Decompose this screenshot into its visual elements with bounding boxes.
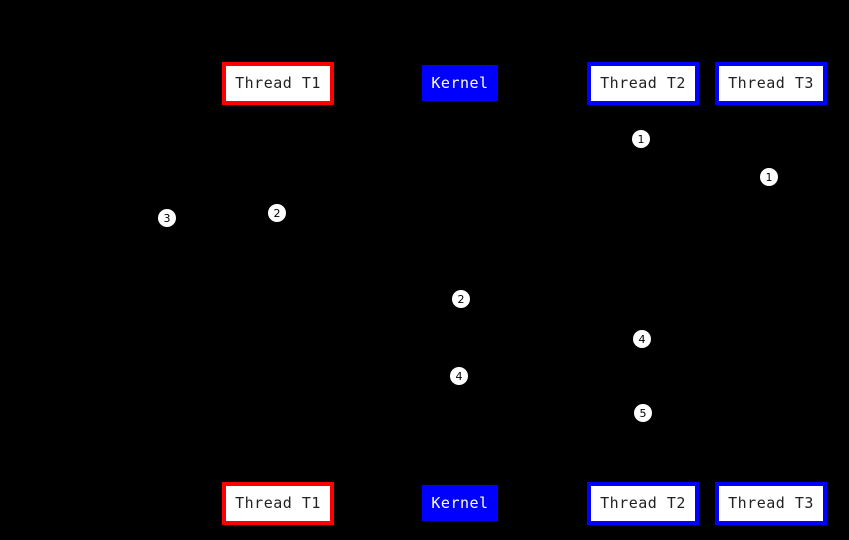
lifeline-t3 (771, 105, 772, 482)
participant-t2-bottom[interactable]: Thread T2 (587, 482, 699, 525)
participant-t1-bottom[interactable]: Thread T1 (222, 482, 334, 525)
step-badge-1: 1 (632, 130, 650, 148)
participant-t2-top[interactable]: Thread T2 (587, 62, 699, 105)
step-badge-7: 4 (450, 367, 468, 385)
step-badge-2: 1 (760, 168, 778, 186)
participant-t1-top[interactable]: Thread T1 (222, 62, 334, 105)
participant-t3-top[interactable]: Thread T3 (715, 62, 827, 105)
step-badge-8: 5 (634, 404, 652, 422)
step-badge-6: 4 (633, 330, 651, 348)
step-badge-3: 3 (158, 209, 176, 227)
step-badge-4: 2 (268, 204, 286, 222)
lifeline-t2 (643, 105, 644, 482)
message-arrow-3 (167, 218, 278, 219)
step-badge-5: 2 (452, 290, 470, 308)
lifeline-t1 (278, 105, 279, 482)
participant-t3-bottom[interactable]: Thread T3 (715, 482, 827, 525)
participant-kernel-top[interactable]: Kernel (422, 65, 498, 101)
participant-kernel-bottom[interactable]: Kernel (422, 485, 498, 521)
